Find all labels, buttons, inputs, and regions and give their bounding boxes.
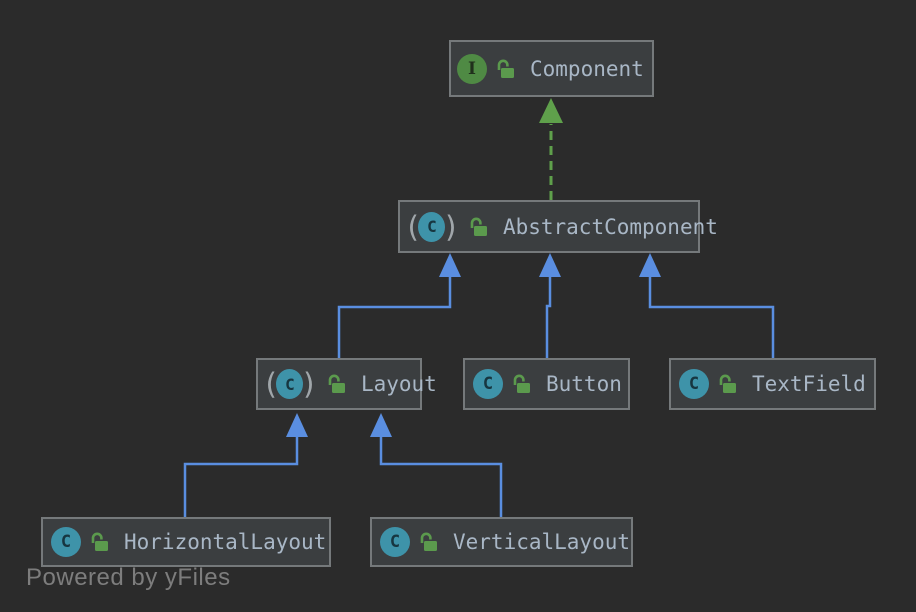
node-verticallayout[interactable]: C VerticalLayout	[370, 517, 633, 567]
arrowhead-icon[interactable]	[539, 98, 563, 123]
edge-textfield-to-abstractcomponent[interactable]	[639, 253, 775, 358]
node-label: HorizontalLayout	[124, 530, 327, 554]
edge-horizontallayout-to-layout[interactable]	[183, 413, 308, 517]
arrowhead-icon[interactable]	[539, 253, 561, 277]
abstract-class-icon: C	[262, 369, 318, 399]
edge-button-to-abstractcomponent[interactable]	[539, 253, 561, 358]
class-icon: C	[473, 369, 503, 399]
node-button[interactable]: C Button	[463, 358, 630, 410]
unlocked-padlock-icon	[470, 217, 487, 236]
node-layout[interactable]: C Layout	[256, 358, 437, 410]
node-label: AbstractComponent	[502, 214, 718, 239]
arrowhead-icon[interactable]	[370, 413, 392, 437]
yfiles-watermark: Powered by yFiles	[26, 564, 231, 591]
arrowhead-icon[interactable]	[639, 253, 661, 277]
class-icon: C	[679, 369, 709, 399]
arrowhead-icon[interactable]	[286, 413, 308, 437]
unlocked-padlock-icon	[328, 374, 345, 393]
paren-close-glyph	[300, 369, 317, 399]
unlocked-padlock-icon	[420, 532, 437, 551]
class-icon: C	[380, 527, 410, 557]
unlocked-padlock-icon	[91, 532, 108, 551]
class-icon: C	[276, 369, 304, 399]
edge-verticallayout-to-layout[interactable]	[370, 413, 503, 517]
node-abstractcomponent[interactable]: C AbstractComponent	[398, 200, 718, 253]
edge-abstractcomponent-to-component[interactable]	[539, 98, 563, 200]
paren-close-glyph	[442, 212, 459, 242]
node-label: Button	[546, 372, 622, 396]
edge-line[interactable]	[545, 277, 552, 358]
node-component[interactable]: I Component	[449, 40, 654, 97]
edge-layout-to-abstractcomponent[interactable]	[337, 253, 461, 358]
edge-line[interactable]	[183, 437, 299, 517]
node-textfield[interactable]: C TextField	[669, 358, 876, 410]
class-icon: C	[418, 211, 446, 242]
unlocked-padlock-icon	[719, 374, 736, 393]
unlocked-padlock-icon	[513, 374, 530, 393]
arrowhead-icon[interactable]	[439, 253, 461, 277]
node-label: Layout	[360, 372, 437, 396]
unlocked-padlock-icon	[497, 59, 514, 78]
edge-line[interactable]	[379, 437, 503, 517]
node-label: VerticalLayout	[453, 530, 631, 554]
class-icon: C	[51, 527, 81, 557]
interface-icon: I	[457, 53, 487, 84]
node-horizontallayout[interactable]: C HorizontalLayout	[41, 517, 331, 567]
edge-line[interactable]	[648, 277, 775, 358]
node-label: Component	[530, 56, 644, 81]
node-label: TextField	[752, 372, 866, 396]
edge-line[interactable]	[337, 277, 452, 358]
abstract-class-icon: C	[404, 211, 460, 242]
